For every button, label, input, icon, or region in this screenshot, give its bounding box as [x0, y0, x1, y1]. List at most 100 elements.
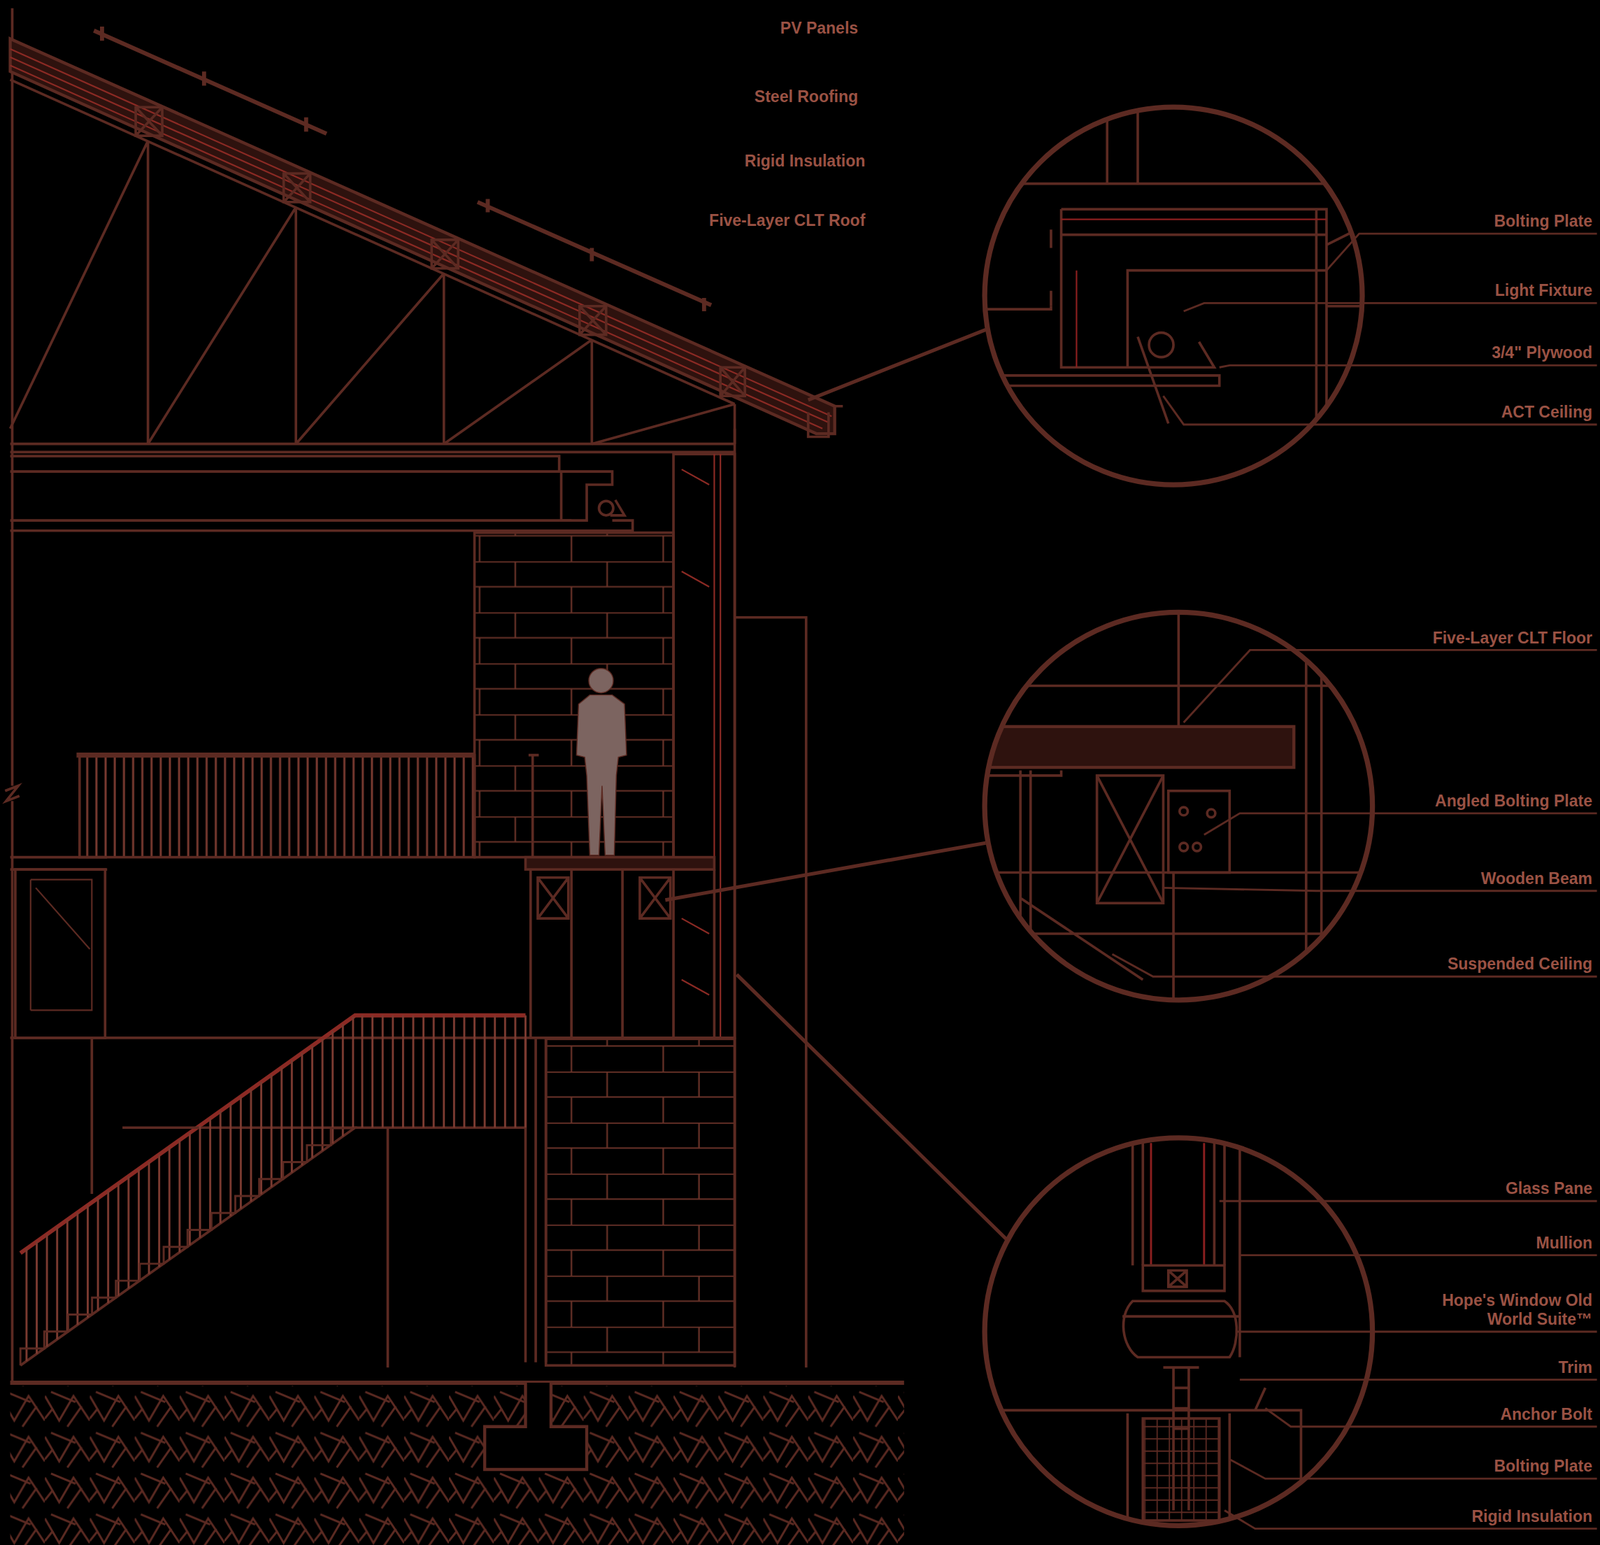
- detail-leaders: [665, 329, 1008, 1241]
- callout-label: Glass Pane: [1503, 1179, 1595, 1198]
- roof-layers: [10, 48, 833, 429]
- detail-2-bolt: [1179, 806, 1189, 816]
- detail-circle-roof: [979, 102, 1598, 485]
- detail-3-glass-red: [1151, 1142, 1205, 1266]
- detail-2-plate: [1168, 790, 1231, 873]
- stair-baluster: [381, 1015, 384, 1128]
- stair-baluster: [168, 1146, 171, 1259]
- stair-baluster: [422, 1015, 425, 1128]
- guard-post: [528, 755, 540, 858]
- stair-baluster: [250, 1088, 253, 1201]
- callout-label: Anchor Bolt: [1497, 1404, 1595, 1424]
- railing-top: [76, 752, 475, 758]
- stair-baluster: [412, 1015, 415, 1128]
- detail-2-beam: [1097, 775, 1164, 903]
- roof-assembly: [10, 26, 844, 438]
- person-head: [588, 668, 614, 694]
- stair-baluster: [148, 1161, 151, 1274]
- person-silhouette: [576, 668, 627, 856]
- stair-baluster: [290, 1060, 294, 1173]
- outer-wall-line: [734, 428, 807, 1368]
- ground: [10, 1382, 905, 1545]
- stair-baluster: [402, 1015, 405, 1128]
- stair-baluster: [513, 1015, 517, 1128]
- stair-baluster: [391, 1015, 394, 1128]
- stair-baluster: [219, 1111, 222, 1224]
- window-detail: [30, 879, 93, 1011]
- callout-label: Trim: [1555, 1358, 1595, 1377]
- stair-baluster: [331, 1031, 334, 1144]
- detail-2-bolt: [1206, 809, 1216, 818]
- balcony-railing: [79, 755, 475, 858]
- stair-baluster: [351, 1016, 354, 1129]
- person-body: [576, 695, 627, 856]
- section-edge: [4, 8, 19, 1383]
- detail-2-lines: [979, 611, 1378, 1000]
- callout-label: Rigid Insulation: [742, 151, 868, 171]
- clt-floor: [525, 857, 714, 870]
- detail-circle-2: [984, 611, 1373, 1000]
- stair-baluster: [504, 1015, 507, 1128]
- stair-treads: [20, 1127, 355, 1366]
- detail-3-mullion: [1122, 1265, 1240, 1357]
- drawing-part: [979, 611, 1378, 1000]
- stair-baluster: [25, 1248, 28, 1361]
- stair: [20, 1015, 526, 1368]
- stair-baluster: [229, 1103, 232, 1216]
- detail-1-lines: [979, 102, 1368, 485]
- stair-baluster: [86, 1204, 89, 1317]
- drawing-part: [979, 102, 1368, 485]
- callout-label: Steel Roofing: [752, 87, 861, 107]
- detail-1-red: [1061, 219, 1327, 368]
- stair-baluster: [432, 1015, 435, 1128]
- detail-1-fixture: [1148, 332, 1174, 358]
- callout-label: Angled Bolting Plate: [1432, 791, 1595, 811]
- stair-baluster: [178, 1139, 181, 1252]
- detail-2-bolt: [1179, 842, 1189, 852]
- brick-wall-lower: [546, 1038, 735, 1366]
- fixture-bracket: [610, 500, 625, 516]
- stair-baluster: [127, 1176, 130, 1289]
- callout-label: Light Fixture: [1493, 281, 1595, 300]
- detail-2-bolt: [1193, 842, 1202, 852]
- stair-baluster: [158, 1154, 161, 1267]
- detail-3-insulation: [1142, 1418, 1219, 1521]
- stair-baluster: [35, 1241, 38, 1354]
- detail-circle-1: [984, 106, 1363, 485]
- earth-hatch: [10, 1385, 905, 1545]
- stair-baluster: [321, 1038, 324, 1151]
- stair-baluster: [97, 1197, 100, 1310]
- wooden-beams: [537, 877, 671, 919]
- callout-label: Bolting Plate: [1491, 1456, 1595, 1476]
- gutter: [808, 406, 844, 438]
- callout-label: Five-Layer CLT Floor: [1430, 628, 1595, 648]
- stair-baluster: [483, 1015, 487, 1128]
- stair-baluster: [76, 1212, 79, 1325]
- stair-baluster: [106, 1190, 110, 1303]
- roof-slab: [10, 38, 835, 434]
- stair-baluster: [199, 1125, 202, 1238]
- callout-label: 3/4" Plywood: [1489, 343, 1595, 363]
- stair-baluster: [260, 1081, 263, 1194]
- callout-label: Wooden Beam: [1479, 869, 1595, 889]
- light-fixture: [599, 500, 614, 515]
- callout-label: PV Panels: [778, 18, 861, 38]
- stair-baluster: [524, 1015, 527, 1128]
- stair-baluster: [453, 1015, 456, 1128]
- stair-baluster: [55, 1226, 59, 1339]
- thin-column: [525, 1038, 546, 1363]
- detail-2-beam-x: [1097, 775, 1164, 903]
- brick-wall-upper: [474, 532, 675, 858]
- ceiling-assembly: [10, 455, 633, 531]
- stair-baluster: [442, 1015, 445, 1128]
- stair-baluster: [361, 1015, 364, 1128]
- callout-label: ACT Ceiling: [1499, 402, 1595, 422]
- ground-line: [10, 1380, 905, 1385]
- footing: [484, 1382, 587, 1470]
- detail-2-slab: [989, 726, 1294, 768]
- stair-stringer: [20, 1127, 526, 1366]
- stair-baluster: [188, 1132, 191, 1245]
- pv-panels: [93, 26, 712, 312]
- stair-baluster: [473, 1015, 476, 1128]
